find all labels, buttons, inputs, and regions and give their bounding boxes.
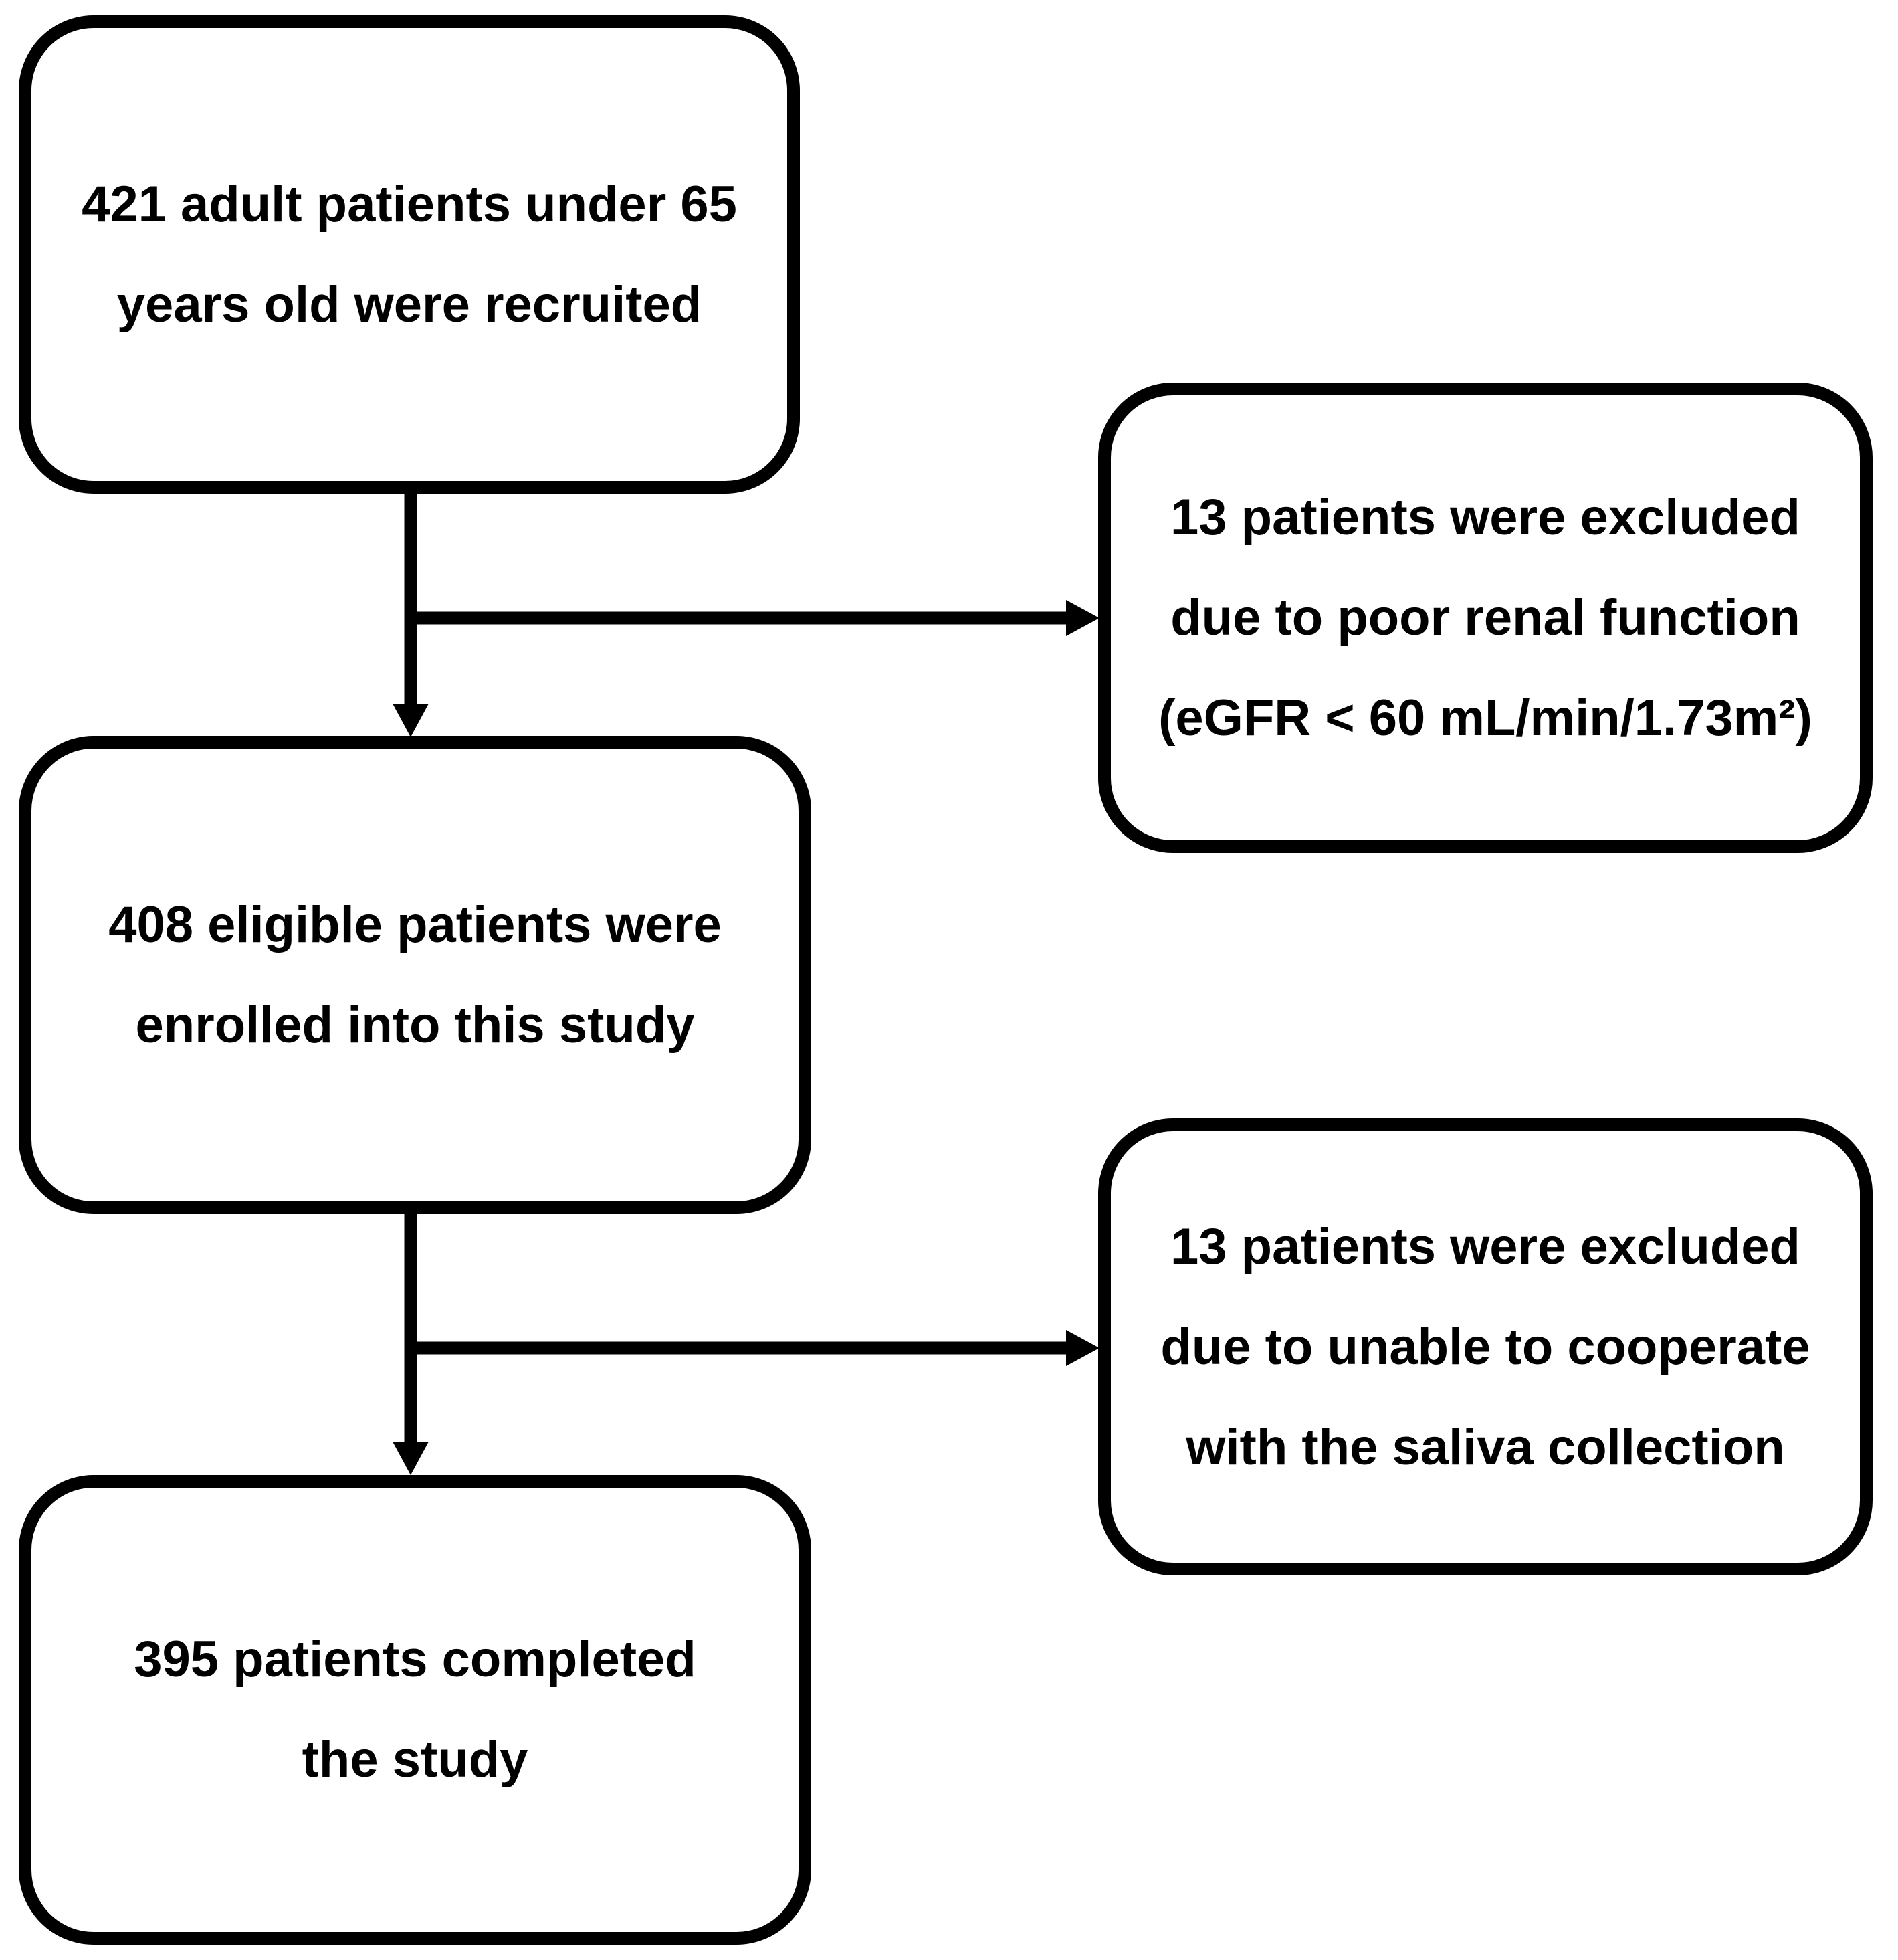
box-excluded-saliva-line-2: due to unable to cooperate <box>1160 1318 1810 1375</box>
box-excluded-renal-line-2: due to poor renal function <box>1170 589 1800 646</box>
box-excluded-renal-line-3: (eGFR < 60 mL/min/1.73m²) <box>1158 689 1812 747</box>
arrow-to-excluded-renal <box>405 600 1099 636</box>
box-enrolled-line-1: 408 eligible patients were <box>108 896 722 953</box>
box-excluded-saliva-line-1: 13 patients were excluded <box>1170 1217 1800 1275</box>
arrow-recruited-to-enrolled <box>393 492 429 737</box>
box-excluded-saliva-line-3: with the saliva collection <box>1186 1418 1785 1476</box>
box-recruited-line-2: years old were recruited <box>116 276 702 333</box>
box-enrolled-line-2: enrolled into this study <box>135 996 695 1054</box>
box-excluded-renal: 13 patients were excluded due to poor re… <box>1098 383 1873 853</box>
box-completed: 395 patients completed the study <box>19 1475 811 1945</box>
arrow-enrolled-to-completed <box>393 1212 429 1475</box>
box-recruited-line-1: 421 adult patients under 65 <box>82 175 737 233</box>
box-completed-line-1: 395 patients completed <box>134 1631 696 1688</box>
box-completed-line-2: the study <box>302 1731 528 1788</box>
box-excluded-renal-line-1: 13 patients were excluded <box>1170 488 1800 546</box>
box-enrolled: 408 eligible patients were enrolled into… <box>19 736 811 1214</box>
box-excluded-saliva: 13 patients were excluded due to unable … <box>1098 1118 1873 1575</box>
arrow-to-excluded-saliva <box>405 1330 1099 1366</box>
box-recruited: 421 adult patients under 65 years old we… <box>19 15 800 494</box>
